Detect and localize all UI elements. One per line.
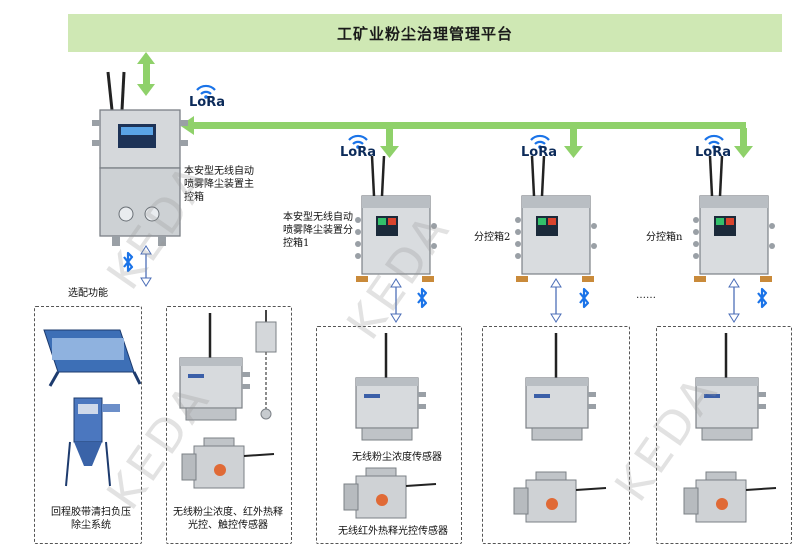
main-sensor-group [166, 306, 292, 544]
pendant-sensor-image [255, 310, 277, 420]
platform-title: 工矿业粉尘治理管理平台 [336, 24, 513, 43]
dust-collector-image [65, 397, 120, 487]
sensor-group-2 [482, 326, 630, 544]
main-controller-image [92, 71, 188, 246]
platform-banner: 工矿业粉尘治理管理平台 [68, 14, 782, 52]
sub-controller-n-image [691, 154, 777, 284]
bt-link-main [140, 245, 152, 287]
bt-link-1 [390, 278, 402, 323]
lora-bus-arrow [180, 116, 753, 158]
lora-label: LoRa [695, 145, 731, 160]
belt-cleaner-image [43, 329, 142, 387]
bluetooth-icon [756, 287, 768, 309]
lora-label: LoRa [521, 145, 557, 160]
ellipsis: …… [636, 290, 656, 301]
sensor-group-1 [316, 326, 462, 544]
bluetooth-icon [578, 287, 590, 309]
sensor-group-n [656, 326, 792, 544]
optional-function-group [34, 306, 142, 544]
bt-link-2 [550, 278, 562, 323]
main-sensor-group-label: 无线粉尘浓度、红外热释光控、触控传感器 [173, 507, 283, 531]
main-controller-label: 本安型无线自动喷雾降尘装置主控箱 [184, 166, 254, 203]
lora-label: LoRa [340, 145, 376, 160]
sub-controller-2-label: 分控箱2 [474, 232, 511, 243]
sub-controller-1-label: 本安型无线自动喷雾降尘装置分控箱1 [283, 212, 353, 249]
optional-function-title: 选配功能 [68, 288, 108, 299]
platform-main-arrow [137, 52, 155, 96]
infrared-sensor-label: 无线红外热释光控传感器 [338, 526, 448, 537]
sub-controller-n-label: 分控箱n [646, 232, 683, 243]
sub-controller-2-image [513, 154, 599, 284]
bt-link-n [728, 278, 740, 323]
dust-sensor-label: 无线粉尘浓度传感器 [352, 452, 442, 463]
optional-function-label: 回程胶带清扫负压除尘系统 [51, 507, 131, 531]
lora-label: LoRa [189, 95, 225, 110]
